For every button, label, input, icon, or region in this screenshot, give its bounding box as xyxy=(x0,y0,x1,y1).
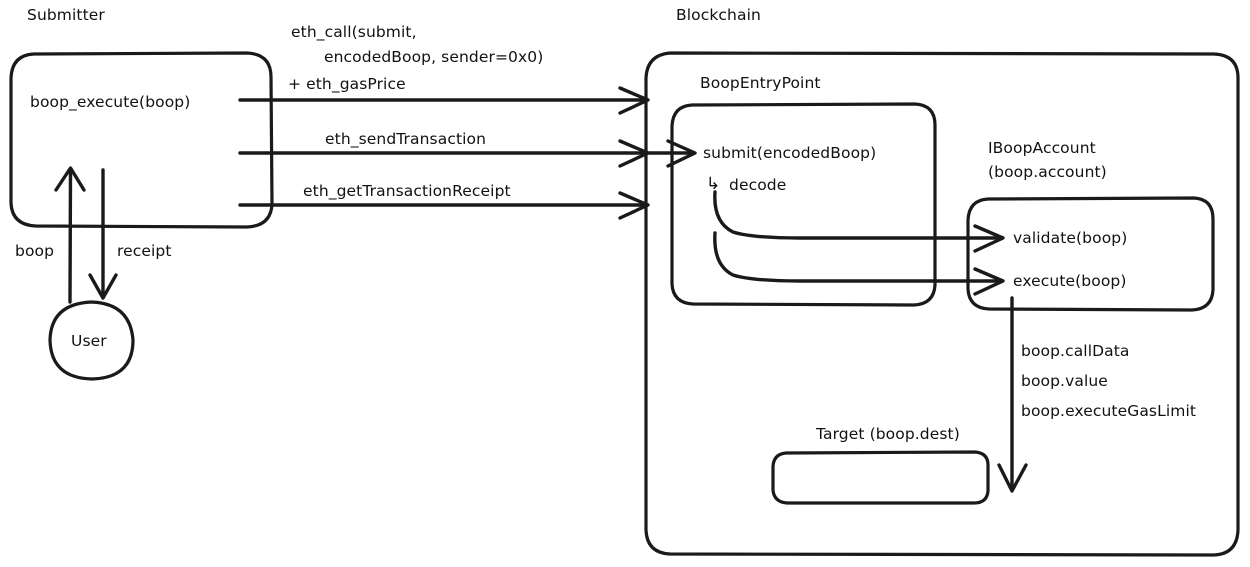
blockchain-group-label: Blockchain xyxy=(676,6,761,24)
edge-label-eth-call-line2: encodedBoop, sender=0x0) xyxy=(324,48,544,66)
edge-submitter-to-user-arrowhead xyxy=(88,273,118,300)
validate-method-label: validate(boop) xyxy=(1013,229,1128,247)
edge-entrypoint-to-validate xyxy=(713,190,1004,240)
edge-label-eth-call-line1: eth_call(submit, xyxy=(291,23,417,41)
edge-label-eth-send-transaction: eth_sendTransaction xyxy=(325,130,487,148)
edge-label-eth-gas-price: + eth_gasPrice xyxy=(288,75,406,93)
submitter-box xyxy=(9,51,274,229)
target-group-label: Target (boop.dest) xyxy=(816,425,960,443)
iboop-account-group-label-line2: (boop.account) xyxy=(988,163,1107,181)
edge-entrypoint-to-validate-arrowhead xyxy=(973,224,1005,253)
iboop-account-group-label-line1: IBoopAccount xyxy=(988,139,1096,157)
user-label: User xyxy=(71,332,107,350)
decode-hook-icon: ↳ xyxy=(706,174,721,194)
iboop-account-box xyxy=(966,196,1215,312)
edge-execute-to-target-arrowhead xyxy=(997,463,1028,493)
boop-entry-point-group-label: BoopEntryPoint xyxy=(700,74,821,92)
edge-label-boop-value: boop.value xyxy=(1021,372,1108,390)
edge-eth-call-arrowhead xyxy=(618,86,650,115)
edge-label-boop: boop xyxy=(15,242,55,260)
edge-entrypoint-to-execute xyxy=(713,231,1004,283)
execute-method-label: execute(boop) xyxy=(1013,272,1127,290)
edge-user-to-submitter xyxy=(68,168,73,304)
user-circle xyxy=(48,300,135,381)
decode-step-label: decode xyxy=(729,176,787,194)
blockchain-box xyxy=(644,51,1240,557)
edge-label-receipt: receipt xyxy=(117,242,172,260)
edge-eth-send-transaction-arrowhead-outer xyxy=(618,139,650,168)
edge-eth-send-transaction-arrowhead-inner xyxy=(666,139,697,168)
boop-entry-point-box xyxy=(670,102,937,307)
edge-user-to-submitter-arrowhead xyxy=(54,166,86,192)
edge-label-boop-execute-gas-limit: boop.executeGasLimit xyxy=(1021,402,1197,420)
edge-label-boop-calldata: boop.callData xyxy=(1021,342,1130,360)
target-box xyxy=(771,450,990,505)
edge-entrypoint-to-execute-arrowhead xyxy=(973,267,1005,296)
submit-method-label: submit(encodedBoop) xyxy=(703,144,877,162)
edge-eth-get-transaction-receipt-arrowhead xyxy=(618,191,650,220)
submitter-group-label: Submitter xyxy=(27,6,105,24)
submitter-method-label: boop_execute(boop) xyxy=(30,93,191,111)
edge-label-eth-get-transaction-receipt: eth_getTransactionReceipt xyxy=(303,182,511,200)
